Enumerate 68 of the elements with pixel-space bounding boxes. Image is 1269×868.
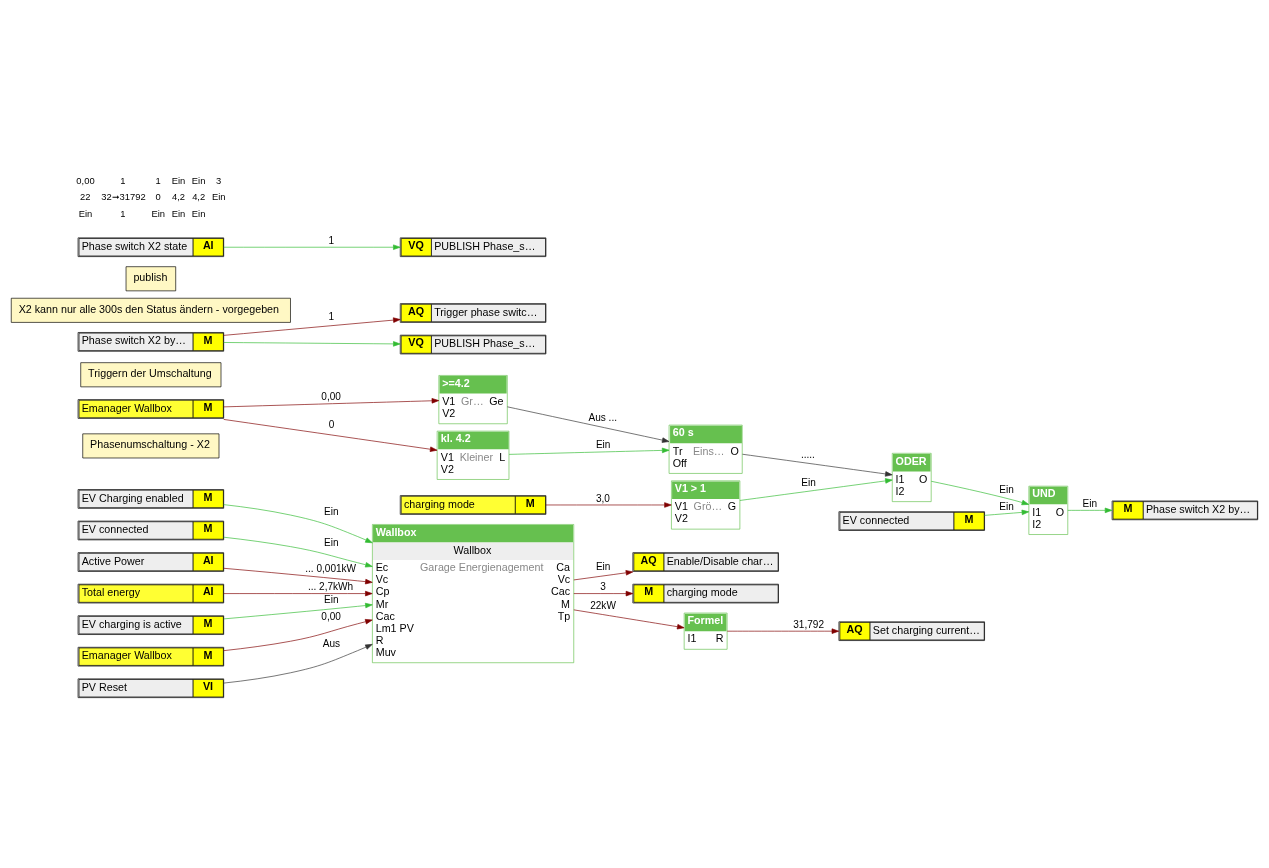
- arrow: [508, 447, 670, 455]
- arrow: [573, 590, 634, 597]
- edge-label: ... 2,7kWh: [307, 581, 354, 593]
- arrow: [223, 504, 373, 544]
- edge-label: ... 0,001kW: [305, 563, 357, 575]
- arrow: [507, 406, 670, 443]
- edge-label: Ein: [324, 506, 339, 518]
- edge-label: .....: [800, 449, 815, 460]
- label: 3: [215, 174, 222, 186]
- edge-label: Ein: [999, 500, 1014, 512]
- arrow: [223, 341, 401, 347]
- label: Ein: [211, 191, 226, 203]
- arrow: [739, 478, 893, 501]
- edge-label: Aus: [322, 638, 341, 650]
- edge-label: Ein: [324, 536, 339, 548]
- label: 1: [120, 174, 126, 186]
- label: 32➞31792: [101, 191, 146, 203]
- edge-label: Ein: [801, 477, 816, 489]
- edge-label: Ein: [999, 483, 1014, 495]
- node-box: Phasenumschaltung - X2: [82, 433, 220, 459]
- arrow: [223, 644, 373, 684]
- arrow: [545, 502, 672, 508]
- label: 4,2: [192, 191, 206, 203]
- edge-label: Ein: [595, 438, 611, 450]
- edge-label: Ein: [595, 561, 611, 573]
- label: 1: [120, 208, 126, 220]
- edge-label: 3,0: [595, 492, 610, 504]
- label: Ein: [78, 208, 93, 220]
- arrow: [984, 509, 1030, 516]
- label: 0,00: [76, 174, 95, 186]
- edge-label: 0: [328, 419, 335, 431]
- arrow: [726, 628, 840, 634]
- label: Ein: [171, 174, 186, 186]
- edge-label: Ein: [1082, 498, 1098, 509]
- arrow: [742, 453, 893, 477]
- edge-label: 1: [328, 234, 335, 246]
- edge-label: 3: [600, 581, 606, 593]
- arrow: [223, 602, 373, 620]
- arrow: [223, 317, 401, 336]
- arrow: [573, 570, 634, 581]
- edge-label: 1: [328, 311, 335, 323]
- node-box: Triggern der Umschaltung: [80, 362, 222, 388]
- edge-label: 31,792: [793, 618, 824, 630]
- label: Ein: [191, 208, 206, 220]
- arrow: [573, 609, 685, 630]
- edge-label: 0,00: [321, 390, 341, 402]
- arrow: [223, 619, 373, 651]
- edge-label: Aus ...: [588, 412, 617, 424]
- label: 4,2: [172, 191, 186, 203]
- label: 22: [80, 191, 91, 203]
- edge-label: Ein: [324, 593, 339, 605]
- label: Ein: [151, 208, 166, 220]
- edge-label: 0,00: [321, 611, 341, 623]
- arrow: [223, 567, 373, 585]
- label: Ein: [171, 208, 186, 220]
- arrow: [223, 244, 401, 250]
- edge-label: 22kW: [590, 600, 616, 612]
- arrow: [223, 590, 373, 597]
- arrow: [223, 398, 440, 408]
- arrow: [1067, 507, 1113, 514]
- label: Ein: [191, 174, 206, 186]
- node-box: X2 kann nur alle 300s den Status ändern - vorgegeben: [10, 297, 291, 323]
- arrow: [223, 536, 373, 568]
- arrow: [930, 480, 1030, 506]
- node-box: publish: [125, 266, 177, 292]
- arrow: [223, 419, 438, 452]
- label: 0: [155, 191, 161, 203]
- label: 1: [155, 174, 161, 186]
